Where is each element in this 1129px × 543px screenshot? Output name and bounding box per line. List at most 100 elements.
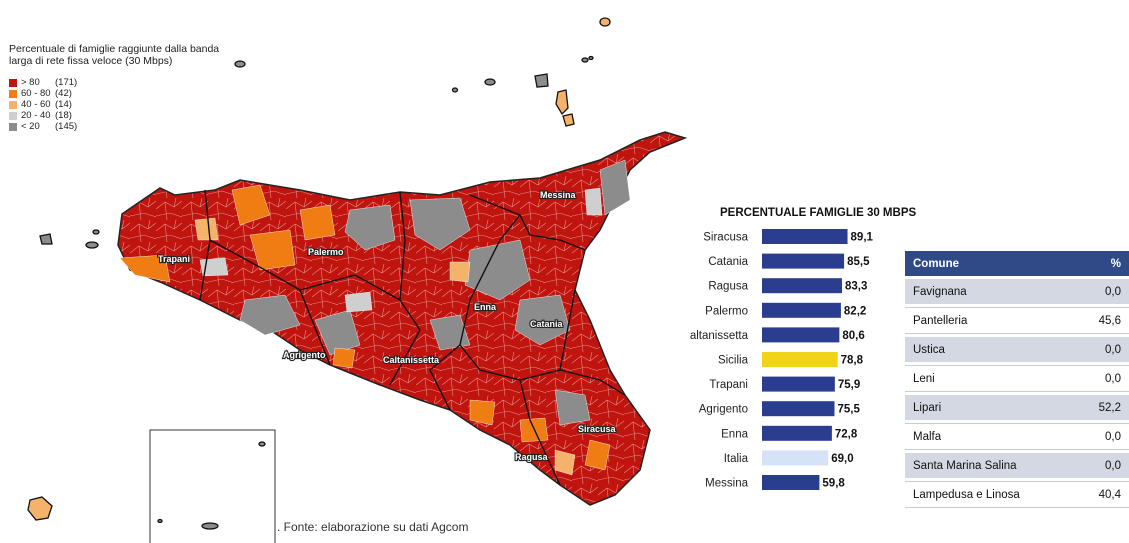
lower-mid-coverage-areas	[194, 217, 576, 476]
bar-category-label: Catania	[708, 256, 748, 268]
table-cell-comune: Lampedusa e Linosa	[905, 481, 1076, 508]
legend-range: 20 - 40	[21, 110, 51, 121]
legend-count: (42)	[55, 88, 72, 99]
bar	[762, 376, 835, 392]
sicily-island	[117, 131, 688, 506]
legend-item: > 80 (171)	[9, 77, 91, 88]
province-label-siracusa: Siracusa	[578, 424, 617, 434]
bar	[762, 253, 845, 269]
source-note: . Fonte: elaborazione su dati Agcom	[277, 520, 469, 534]
table-header-percent: %	[1075, 251, 1129, 276]
bar-category-label: Sicilia	[718, 355, 749, 367]
bar-value-label: 75,5	[837, 404, 860, 416]
table-cell-comune: Leni	[905, 365, 1076, 392]
bar-category-label: Messina	[705, 478, 748, 490]
table-cell-percent: 0,0	[1075, 279, 1129, 304]
table-cell-percent: 45,6	[1075, 307, 1129, 334]
bar-value-label: 89,1	[851, 232, 874, 244]
bar-value-label: 75,9	[838, 379, 860, 391]
table-cell-comune: Favignana	[905, 279, 1076, 304]
legend-item: 20 - 40 (18)	[9, 110, 91, 121]
chart-title: PERCENTUALE FAMIGLIE 30 MBPS	[720, 207, 917, 219]
bar-category-label: Caltanissetta	[690, 330, 749, 342]
mid-coverage-areas	[119, 184, 611, 471]
province-borders	[199, 189, 626, 486]
bar	[762, 450, 829, 466]
bar-category-label: Ragusa	[708, 281, 748, 293]
bar-category-label: Trapani	[709, 379, 748, 391]
legend-range: < 20	[21, 121, 40, 132]
table-cell-percent: 52,2	[1075, 395, 1129, 420]
bar	[762, 278, 842, 294]
table-cell-comune: Santa Marina Salina	[905, 453, 1076, 478]
bar	[762, 327, 840, 343]
table-cell-percent: 0,0	[1075, 453, 1129, 478]
province-label-agrigento: Agrigento	[283, 350, 326, 360]
bar	[762, 425, 832, 441]
bar-value-label: 78,8	[841, 355, 864, 367]
minor-islands	[27, 17, 611, 530]
legend-range: 60 - 80	[21, 88, 51, 99]
inset-frame	[149, 429, 276, 543]
bar-value-label: 72,8	[835, 428, 858, 440]
table-cell-percent: 0,0	[1075, 365, 1129, 392]
legend-swatch	[9, 111, 17, 120]
bar-value-label: 82,2	[844, 305, 866, 317]
legend-count: (145)	[55, 121, 78, 132]
bar	[762, 229, 848, 244]
legend-range: > 80	[21, 77, 40, 88]
bar-category-label: Agrigento	[699, 404, 748, 416]
table-cell-comune: Pantelleria	[905, 307, 1076, 334]
legend-item: 60 - 80 (42)	[9, 88, 91, 99]
province-label-caltanissetta: Caltanissetta	[383, 355, 440, 365]
table-cell-comune: Lipari	[905, 395, 1076, 420]
legend-swatch	[9, 78, 17, 87]
table-header-row: Comune %	[905, 251, 1129, 276]
province-label-enna: Enna	[474, 302, 497, 312]
low-mid-coverage-areas	[199, 187, 603, 313]
low-coverage-areas	[239, 159, 631, 426]
bar-value-label: 59,8	[822, 478, 845, 490]
bar-category-label: Italia	[724, 453, 749, 465]
bar-category-label: Enna	[721, 428, 748, 440]
legend-swatch	[9, 89, 17, 98]
table-cell-percent: 0,0	[1075, 337, 1129, 362]
bar-category-label: Palermo	[705, 305, 748, 317]
table-cell-comune: Ustica	[905, 337, 1076, 362]
sicily-map: Trapani Palermo Messina Agrigento Caltan…	[27, 17, 688, 543]
bar	[762, 475, 820, 490]
legend-count: (171)	[55, 77, 78, 88]
table-cell-percent: 40,4	[1075, 481, 1129, 508]
legend-count: (18)	[55, 110, 72, 121]
legend-item: < 20 (145)	[9, 121, 91, 132]
legend-swatch	[9, 100, 17, 109]
province-label-messina: Messina	[540, 190, 577, 200]
bar	[762, 401, 835, 417]
table-cell-percent: 0,0	[1075, 423, 1129, 450]
map-legend: > 80 (171) 60 - 80 (42) 40 - 60 (14) 20 …	[9, 77, 91, 132]
legend-item: 40 - 60 (14)	[9, 99, 91, 110]
legend-count: (14)	[55, 99, 72, 110]
table-header-comune: Comune	[905, 251, 1076, 276]
bar	[762, 352, 838, 367]
province-label-palermo: Palermo	[308, 247, 344, 257]
bar-value-label: 69,0	[831, 453, 853, 465]
table-cell-comune: Malfa	[905, 423, 1076, 450]
bar-value-label: 83,3	[845, 281, 867, 293]
bar-value-label: 85,5	[847, 256, 870, 268]
bar-value-label: 80,6	[842, 330, 864, 342]
province-label-catania: Catania	[530, 319, 564, 329]
legend-swatch	[9, 122, 17, 131]
legend-range: 40 - 60	[21, 99, 51, 110]
bar-category-label: Siracusa	[703, 232, 748, 244]
legend-title: Percentuale di famiglie raggiunte dalla …	[9, 43, 220, 67]
